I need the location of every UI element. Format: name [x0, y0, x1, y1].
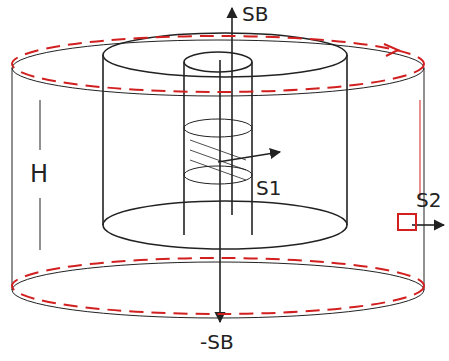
- surface-label: H: [30, 162, 48, 186]
- surface-label: S2: [416, 190, 441, 210]
- surface-label: SB: [242, 4, 268, 24]
- surface-label: S1: [256, 178, 281, 198]
- surface-label: -SB: [200, 332, 234, 352]
